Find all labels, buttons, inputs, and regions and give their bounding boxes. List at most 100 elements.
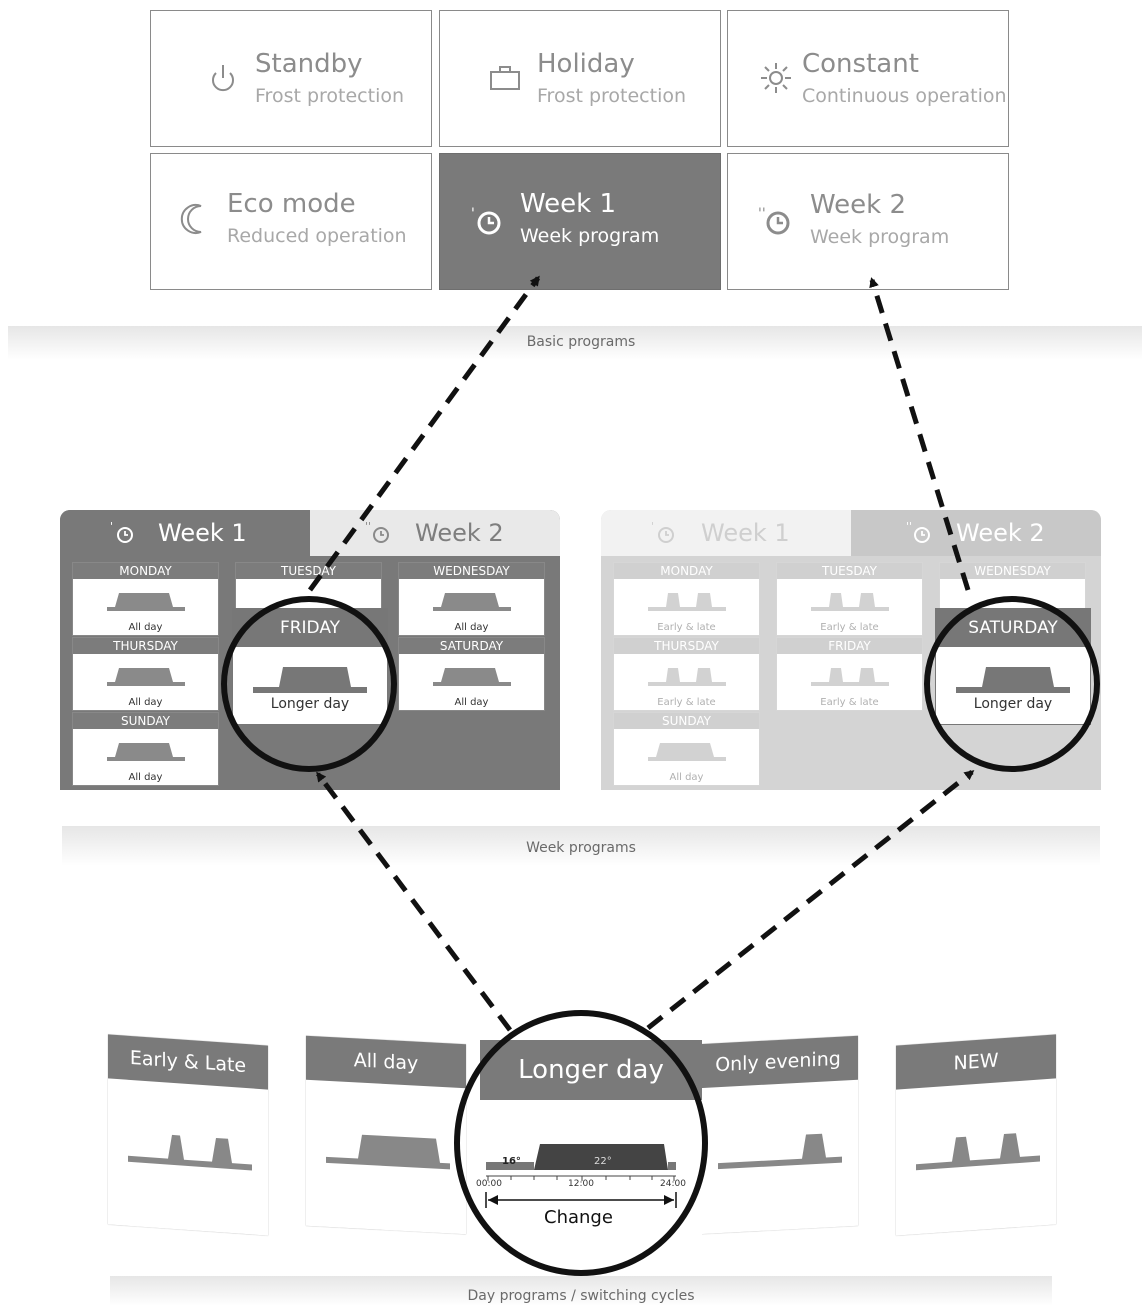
tab-label: Week 1 <box>701 519 790 547</box>
day-card-early-late[interactable]: Early & Late <box>108 1034 268 1236</box>
week1-panel: ' Week 1 '' Week 2 MONDAY All day TUESDA… <box>60 510 560 790</box>
day-programs-band <box>110 1276 1052 1306</box>
svg-text:'': '' <box>758 206 766 222</box>
day-tuesday[interactable]: TUESDAY Early & late <box>776 562 923 636</box>
tile-title: Eco mode <box>227 189 356 219</box>
day-label: MONDAY <box>73 563 218 579</box>
day-card-all-day[interactable]: All day <box>306 1035 466 1235</box>
arrow-saturday-to-week2 <box>869 277 971 591</box>
svg-text:'': '' <box>365 520 371 533</box>
svg-text:': ' <box>651 520 654 533</box>
program-curve <box>433 668 511 686</box>
program-label: Early & late <box>657 697 716 708</box>
basic-programs-band <box>8 326 1142 360</box>
program-curve <box>326 1134 450 1170</box>
power-icon <box>212 65 234 92</box>
tile-subtitle: Frost protection <box>255 85 405 107</box>
tile-subtitle: Week program <box>810 226 950 248</box>
program-label: All day <box>128 622 163 633</box>
tile-subtitle: Continuous operation <box>802 85 1007 107</box>
day-label: WEDNESDAY <box>399 563 544 579</box>
program-curve <box>648 743 726 761</box>
week2-clock-icon: '' <box>758 206 790 235</box>
sun-icon <box>761 63 791 93</box>
program-curve <box>811 668 889 686</box>
tile-eco-mode[interactable]: Eco mode Reduced operation <box>150 153 432 290</box>
program-label: All day <box>669 772 704 783</box>
day-monday[interactable]: MONDAY All day <box>72 562 219 636</box>
program-curve <box>433 593 511 611</box>
arrow-longer-day-to-friday <box>316 771 512 1032</box>
tab-week-1[interactable]: ' Week 1 <box>60 510 310 556</box>
day-monday[interactable]: MONDAY Early & late <box>613 562 760 636</box>
tile-constant[interactable]: Constant Continuous operation <box>727 10 1009 147</box>
basic-programs-label: Basic programs <box>526 334 636 350</box>
week-programs-label: Week programs <box>526 840 636 856</box>
day-label: WEDNESDAY <box>940 563 1085 579</box>
program-curve <box>648 668 726 686</box>
tile-subtitle: Reduced operation <box>227 225 407 247</box>
program-curve <box>811 593 889 611</box>
program-label: Early & late <box>820 622 879 633</box>
arrow-longer-day-to-saturday <box>646 770 975 1030</box>
day-card-only-evening[interactable]: Only evening <box>698 1035 858 1235</box>
day-thursday[interactable]: THURSDAY Early & late <box>613 637 760 711</box>
day-label: SUNDAY <box>73 713 218 729</box>
day-card-new[interactable]: NEW <box>896 1034 1056 1236</box>
day-sunday[interactable]: SUNDAY All day <box>72 712 219 786</box>
highlight-ring-friday <box>221 596 397 772</box>
day-label: SATURDAY <box>399 638 544 654</box>
program-curve <box>718 1133 842 1170</box>
program-curve <box>648 593 726 611</box>
program-curve <box>107 593 185 611</box>
tile-title: Standby <box>255 49 363 79</box>
tile-week-1[interactable]: ' Week 1 Week program <box>439 153 721 290</box>
tile-title: Week 2 <box>810 190 907 220</box>
day-label: TUESDAY <box>236 563 381 579</box>
day-programs-label: Day programs / switching cycles <box>467 1288 695 1304</box>
program-label: All day <box>128 772 163 783</box>
tile-subtitle: Week program <box>520 225 660 247</box>
tab-label: Week 2 <box>415 519 504 547</box>
day-label: FRIDAY <box>777 638 922 654</box>
program-curve <box>128 1134 252 1171</box>
program-label: All day <box>128 697 163 708</box>
program-label: Early & late <box>820 697 879 708</box>
day-thursday[interactable]: THURSDAY All day <box>72 637 219 711</box>
tab-label: Week 1 <box>158 519 247 547</box>
day-friday[interactable]: FRIDAY Early & late <box>776 637 923 711</box>
week1-clock-icon: ' <box>651 520 674 543</box>
tab-week-2[interactable]: '' Week 2 <box>851 510 1101 556</box>
tab-week-1[interactable]: ' Week 1 <box>601 510 851 556</box>
week-programs-band <box>62 826 1100 866</box>
program-curve <box>916 1133 1040 1171</box>
week2-clock-icon: '' <box>906 520 930 543</box>
tile-standby[interactable]: Standby Frost protection <box>150 10 432 147</box>
moon-icon <box>180 204 202 234</box>
day-wednesday[interactable]: WEDNESDAY All day <box>398 562 545 636</box>
tile-holiday[interactable]: Holiday Frost protection <box>439 10 721 147</box>
tile-week-2[interactable]: '' Week 2 Week program <box>727 153 1009 290</box>
day-label: SUNDAY <box>614 713 759 729</box>
svg-text:': ' <box>110 520 113 533</box>
program-curve <box>107 668 185 686</box>
svg-text:'': '' <box>906 520 912 533</box>
day-saturday[interactable]: SATURDAY All day <box>398 637 545 711</box>
day-label: MONDAY <box>614 563 759 579</box>
arrow-friday-to-week1 <box>307 275 541 592</box>
program-curve <box>107 743 185 761</box>
svg-text:': ' <box>471 206 475 222</box>
tile-title: Holiday <box>537 49 635 79</box>
tile-title: Constant <box>802 49 919 79</box>
highlight-ring-longer-day <box>454 1010 708 1276</box>
day-label: TUESDAY <box>777 563 922 579</box>
program-label: All day <box>454 697 489 708</box>
tile-title: Week 1 <box>520 189 617 219</box>
program-label: All day <box>454 622 489 633</box>
program-label: Early & late <box>657 622 716 633</box>
day-sunday[interactable]: SUNDAY All day <box>613 712 760 786</box>
week1-clock-icon: ' <box>110 520 133 543</box>
suitcase-icon <box>490 66 520 90</box>
week1-clock-icon: ' <box>471 206 501 235</box>
